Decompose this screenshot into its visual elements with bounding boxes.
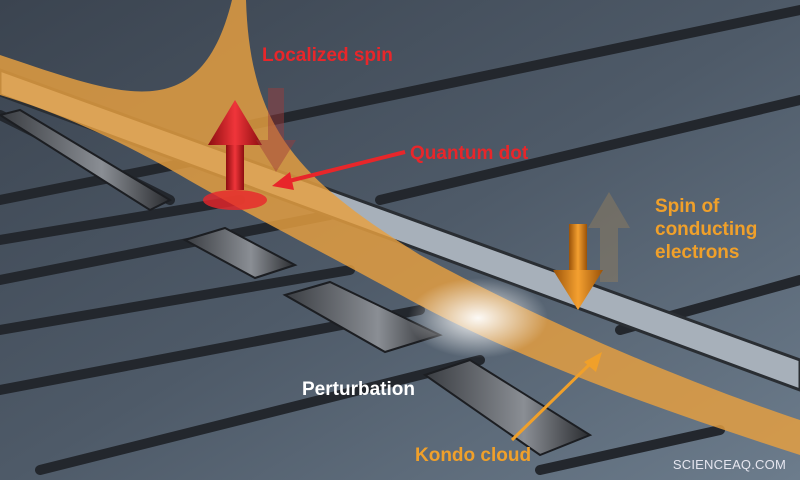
gate-electrodes bbox=[0, 108, 593, 457]
kondo-cloud-label: Kondo cloud bbox=[415, 445, 532, 466]
quantum-dot-pointer-icon bbox=[272, 150, 406, 190]
label-line: Spin of bbox=[655, 196, 720, 217]
perturbation-label: Perturbation bbox=[302, 379, 415, 400]
label-line: electrons bbox=[655, 242, 740, 263]
spin-of-conducting-electrons-label: Spin of conducting electrons bbox=[655, 195, 757, 264]
label-line: conducting bbox=[655, 219, 758, 240]
localized-spin-arrow-icon bbox=[208, 100, 262, 190]
kondo-cloud-ribbon bbox=[0, 0, 800, 455]
localized-spin-label: Localized spin bbox=[262, 45, 393, 66]
quantum-dot-label: Quantum dot bbox=[410, 143, 529, 164]
quantum-dot bbox=[203, 190, 267, 210]
conducting-spin-arrow-icon bbox=[553, 224, 603, 310]
kondo-cloud-pointer-icon bbox=[510, 352, 602, 442]
faded-spin-up-arrow-icon bbox=[588, 192, 630, 282]
perturbation-glow bbox=[408, 278, 548, 358]
faded-spin-down-arrow-icon bbox=[256, 88, 296, 172]
watermark: SCIENCEAQ.COM bbox=[672, 457, 786, 472]
